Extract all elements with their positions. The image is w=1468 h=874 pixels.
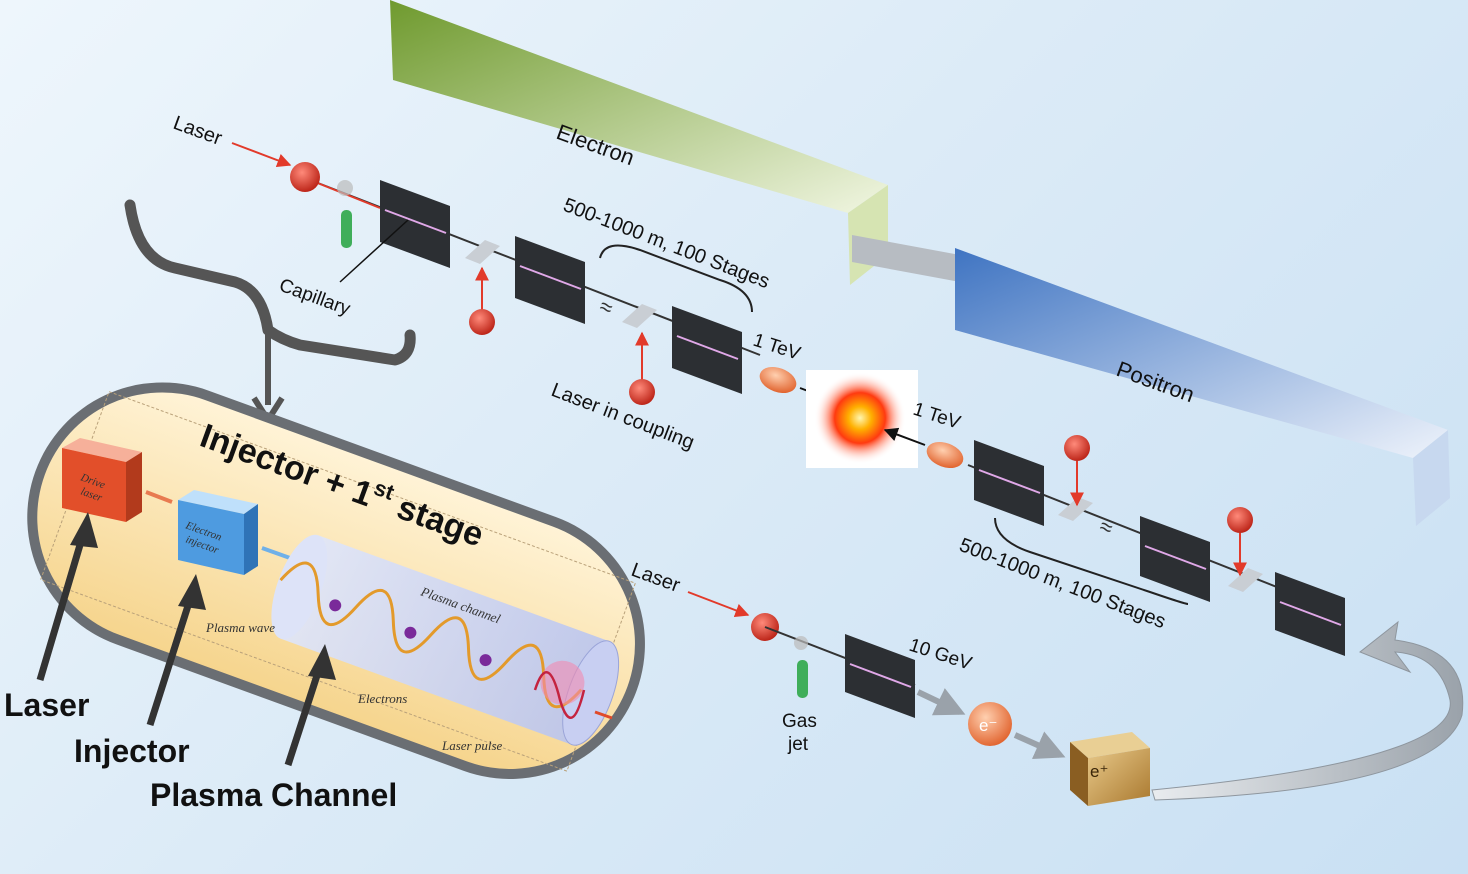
big-bracket <box>124 199 416 366</box>
plasma-wave <box>279 561 583 709</box>
laser-bottom-arrow <box>687 591 750 618</box>
stage-module <box>672 306 742 394</box>
stage-module <box>845 634 915 718</box>
electrons-label: Electrons <box>357 691 407 706</box>
break-symbol: ≈ <box>596 293 616 321</box>
callout-laser: Laser <box>4 687 89 723</box>
callout-arrow <box>36 527 89 681</box>
callout-arrowhead <box>308 644 336 680</box>
plasma-channel-cylinder <box>271 534 620 746</box>
collision-arrow-right <box>883 427 926 446</box>
inset-arrow <box>594 710 613 720</box>
drive-laser-box: Drive laser <box>62 438 142 522</box>
laser-pulse-wave <box>533 670 586 720</box>
jet-label: jet <box>787 734 809 755</box>
gas-label: Gas <box>782 711 817 732</box>
laser-pulse-label: Laser pulse <box>441 738 503 753</box>
coupling-mirror <box>1228 568 1263 592</box>
coupling-laser-ball <box>1064 435 1090 461</box>
callout-plasma-channel: Plasma Channel <box>150 777 397 813</box>
stages-bottom-label: 500-1000 m, 100 Stages <box>956 534 1168 633</box>
positron-source-box <box>1070 732 1150 806</box>
stage-module <box>1140 516 1210 602</box>
coupling-laser-ball <box>469 309 495 335</box>
coupling-laser-ball <box>1227 507 1253 533</box>
electron-dot <box>479 654 492 667</box>
collision-flash <box>814 372 906 464</box>
positron-bunch-1tev <box>926 441 964 469</box>
laser-in-coupling-label: Laser in coupling <box>548 379 697 454</box>
stages-top-label: 500-1000 m, 100 Stages <box>560 194 772 293</box>
laser-top-label: Laser <box>170 112 225 150</box>
laser-pulse-glow <box>540 660 585 705</box>
inset-arrow <box>145 490 173 504</box>
gas-jet-cylinder <box>797 660 808 698</box>
callout-injector: Injector <box>74 733 190 769</box>
coupling-mirror <box>622 304 657 328</box>
callout-arrow <box>284 658 326 767</box>
brace-top <box>599 244 753 313</box>
gas-puff <box>794 636 808 650</box>
coupling-laser-ball <box>629 379 655 405</box>
gas-puff-top <box>337 180 353 196</box>
laser-bottom-label: Laser <box>628 559 683 597</box>
tev-right-label: 1 TeV <box>910 399 963 434</box>
laser-source-ball <box>290 162 320 192</box>
connector-bar <box>852 235 960 282</box>
electron-bunch-1tev <box>759 366 797 394</box>
capillary-label: Capillary <box>276 275 353 320</box>
callout-arrow <box>146 588 197 727</box>
stage-module <box>1275 572 1345 656</box>
e-plus-label: e⁺ <box>1090 762 1108 781</box>
laser-top-arrow <box>231 142 292 168</box>
gray-arrow <box>916 688 966 716</box>
electron-bunch-10gev <box>968 702 1012 746</box>
e-minus-label: e⁻ <box>979 716 997 735</box>
coupling-mirror <box>465 240 500 264</box>
gray-arrow <box>1013 731 1066 759</box>
gev-label: 10 GeV <box>906 635 974 675</box>
brace-bottom <box>994 517 1189 605</box>
stage-module <box>515 236 585 324</box>
inset-arrow <box>261 546 291 560</box>
plasma-wave-label: Plasma wave <box>205 620 275 635</box>
tev-left-label: 1 TeV <box>750 330 803 365</box>
electron-dot <box>404 626 417 639</box>
callout-arrowhead <box>70 512 98 548</box>
electron-dot <box>329 599 342 612</box>
callout-arrowhead <box>178 574 206 610</box>
stage-module <box>974 440 1044 526</box>
capillary-pointer <box>339 219 409 283</box>
return-arrow <box>1151 620 1464 801</box>
stage-module <box>380 180 450 268</box>
electron-injector-box: Electron injector <box>178 490 258 575</box>
coupling-mirror <box>1058 497 1093 521</box>
gas-jet-cylinder-top <box>341 210 352 248</box>
